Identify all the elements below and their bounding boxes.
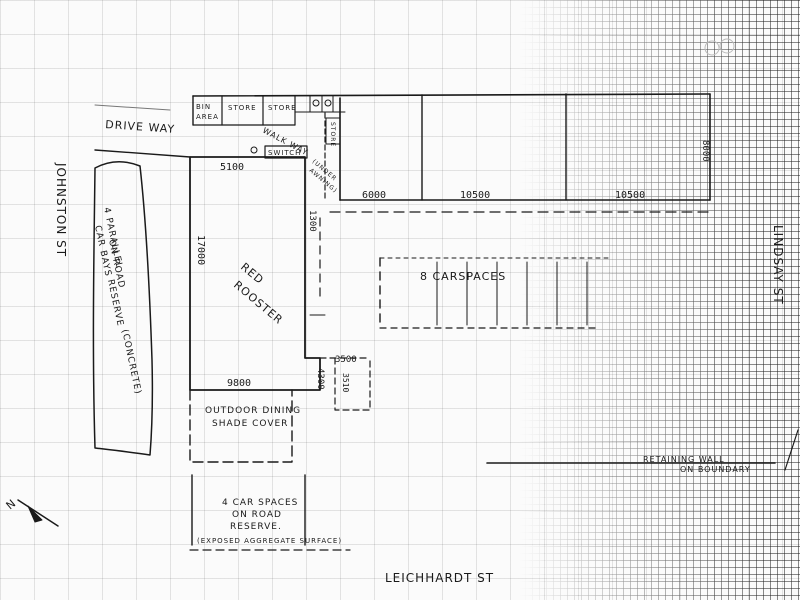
dim-5100: 5100: [220, 162, 244, 173]
fixture-circle-2: [324, 99, 332, 107]
dining-label-1: OUTDOOR DINING: [205, 406, 301, 416]
fixture-circle-1: [312, 99, 320, 107]
punch-hole-2: [719, 38, 735, 54]
dim-6000: 6000: [362, 190, 386, 201]
outdoor-dining-outline: [189, 389, 293, 463]
driveway-line-top: [94, 104, 171, 111]
dim-1300: 1300: [307, 210, 317, 232]
right-street-label: LINDSAY ST: [771, 225, 785, 305]
parallel-label-5: (CONCRETE): [119, 329, 143, 396]
service-strip-top: [192, 93, 711, 97]
boundary-tick: [784, 429, 799, 471]
dim-3500: 3500: [335, 355, 357, 365]
dim-9800: 9800: [227, 378, 251, 389]
reserve-label-4: (EXPOSED AGGREGATE SURFACE): [197, 537, 342, 545]
dim-4300: 4300: [315, 368, 325, 390]
switch-box: [264, 145, 308, 159]
dim-10500-a: 10500: [460, 190, 490, 201]
north-arrow-icon: [17, 499, 59, 527]
fixture-circle-3: [250, 146, 258, 154]
retaining-label-1: RETAINING WALL: [643, 455, 725, 464]
punch-hole-1: [704, 40, 720, 56]
parallel-bays-outline: [92, 161, 154, 456]
johnston-street-label: JOHNSTON ST: [54, 162, 68, 257]
switch-label: SWITCH: [268, 149, 301, 157]
driveway-label: DRIVE WAY: [105, 118, 176, 136]
reserve-label-1: 4 CAR SPACES: [222, 498, 298, 508]
leichhardt-street-label: LEICHHARDT ST: [385, 571, 494, 585]
carspaces-label: 8 CARSPACES: [420, 270, 506, 283]
store-label-2: STORE: [268, 104, 297, 112]
bin-area-label-1: BIN: [196, 103, 211, 111]
dim-17000: 17000: [195, 235, 206, 265]
bin-area-label-2: AREA: [196, 113, 219, 121]
dim-3510: 3510: [341, 373, 350, 392]
retaining-label-2: ON BOUNDARY: [680, 465, 751, 474]
dim-10500-b: 10500: [615, 190, 645, 201]
store-label-1: STORE: [228, 104, 257, 112]
reserve-label-2: ON ROAD: [232, 510, 282, 520]
store-label-3: STORE: [329, 122, 336, 147]
dining-label-2: SHADE COVER: [212, 419, 288, 429]
small-bay-outline: [334, 357, 371, 411]
reserve-label-3: RESERVE.: [230, 522, 282, 532]
north-label: N: [4, 496, 19, 512]
dim-8000: 8000: [700, 140, 710, 162]
driveway-line-upper: [94, 149, 191, 158]
building-outline: [189, 156, 321, 391]
